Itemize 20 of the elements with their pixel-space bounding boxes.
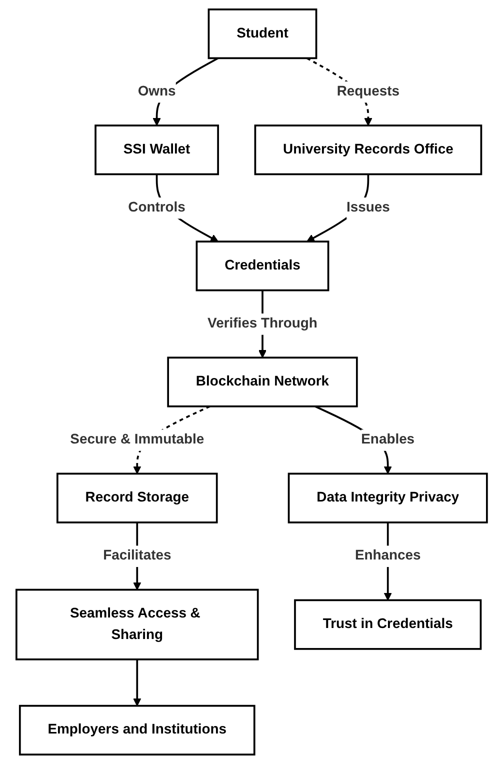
edge-label: Verifies Through xyxy=(208,315,318,332)
node-box: Student xyxy=(208,8,318,60)
edge-label: Issues xyxy=(346,199,390,216)
node-box: Trust in Credentials xyxy=(294,599,482,650)
edge-label: Requests xyxy=(337,83,400,100)
node-box: SSI Wallet xyxy=(94,124,220,176)
edge-label: Enhances xyxy=(355,548,422,564)
node-box: Data Integrity Privacy xyxy=(288,472,488,524)
arrow xyxy=(133,659,142,706)
edge-label: Owns xyxy=(138,83,176,100)
node-box: Credentials xyxy=(196,240,330,292)
node-box: Record Storage xyxy=(56,472,218,524)
edge-label: Secure & Immutable xyxy=(70,431,204,448)
node-box: Blockchain Network xyxy=(167,356,358,408)
edge-label: Controls xyxy=(128,199,186,216)
node-box: University Records Office xyxy=(254,124,482,176)
edge-label: Enables xyxy=(361,431,415,448)
edge-label: Facilitates xyxy=(103,548,172,564)
node-box: Employers and Institutions xyxy=(19,704,256,756)
node-box: Seamless Access & Sharing xyxy=(16,588,260,660)
